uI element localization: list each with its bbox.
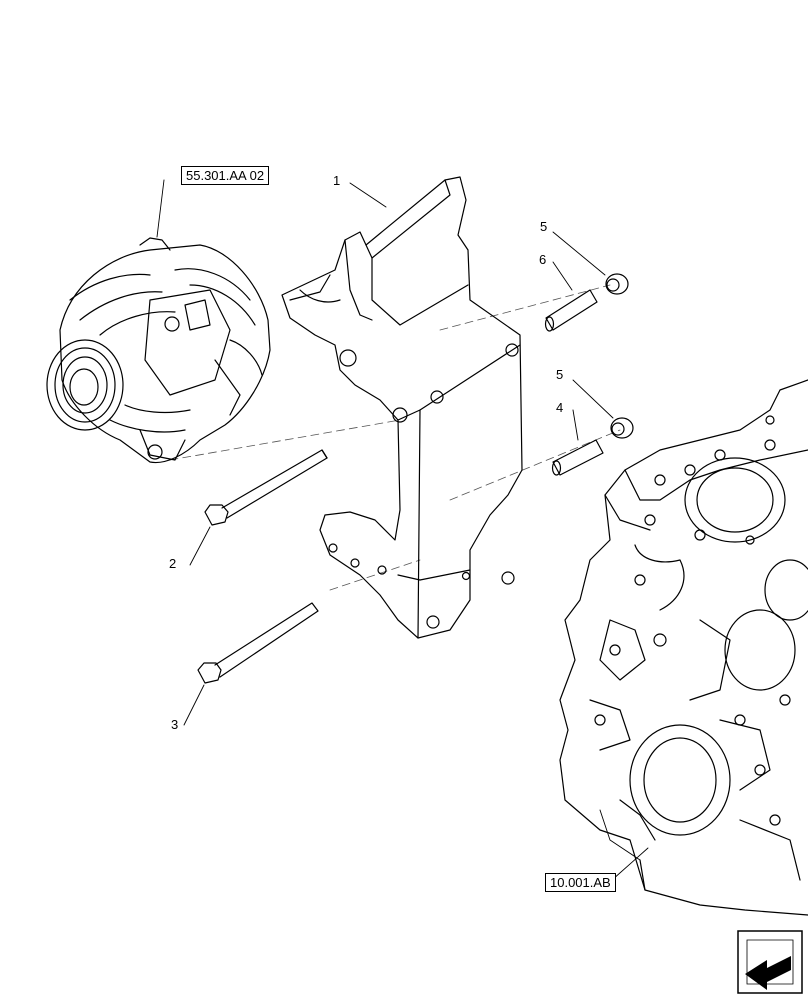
callout-bolt-upper: 2	[169, 556, 177, 571]
callout-bushing-upper: 6	[539, 252, 547, 267]
callout-bolt-lower: 3	[171, 717, 179, 732]
assembly-centerlines	[169, 284, 621, 591]
alternator-reference-label[interactable]: 55.301.AA 02	[181, 166, 270, 185]
callout-bracket: 1	[333, 173, 341, 188]
bolt-upper	[189, 449, 328, 566]
engine-block-illustration	[559, 379, 808, 916]
bushing-lower	[551, 409, 604, 476]
bolt-lower	[183, 602, 319, 726]
callout-bushing-lower: 4	[556, 400, 564, 415]
next-page-arrow-icon[interactable]	[737, 930, 803, 994]
callout-washer-upper: 5	[540, 219, 548, 234]
alternator-illustration	[46, 179, 271, 464]
washer-upper	[552, 231, 629, 295]
engine-block-reference-label[interactable]: 10.001.AB	[545, 873, 616, 892]
callout-washer-lower: 5	[556, 367, 564, 382]
washer-lower	[572, 379, 634, 439]
bushing-upper	[544, 261, 598, 332]
mounting-bracket	[281, 176, 523, 639]
